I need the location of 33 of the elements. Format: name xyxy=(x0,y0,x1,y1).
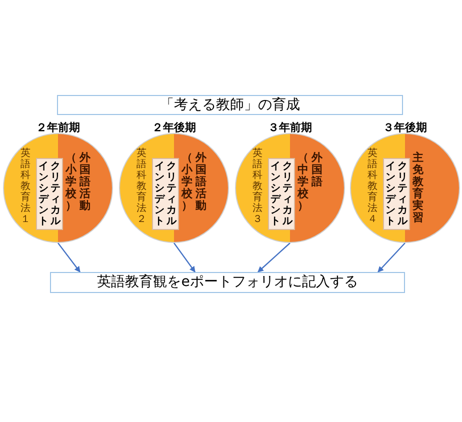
vertical-label: （小学校） xyxy=(181,152,194,212)
vertical-label: クリティカル xyxy=(50,161,61,227)
vertical-label: 英語科教育法１ xyxy=(20,148,31,225)
text-box: 英語教育観をeポートフォリオに記入する xyxy=(50,272,405,293)
vertical-label: 外国語 xyxy=(311,152,324,190)
text-box: 「考える教師」の育成 xyxy=(57,95,403,115)
text-box xyxy=(383,158,410,230)
vertical-label: 外国語活動 xyxy=(79,152,92,212)
text-box xyxy=(152,158,179,230)
period-label: ２年後期 xyxy=(151,122,197,133)
arrow xyxy=(378,242,406,272)
vertical-label: 外国語活動 xyxy=(195,152,208,212)
vertical-label: （小学校） xyxy=(65,152,78,212)
period-label: ３年後期 xyxy=(382,122,428,133)
vertical-label: クリティカル xyxy=(397,161,408,227)
vertical-label: クリティカル xyxy=(282,161,293,227)
vertical-label: （中学校） xyxy=(297,152,310,212)
arrow xyxy=(258,242,290,272)
vertical-label: 英語科教育法２ xyxy=(136,148,147,225)
vertical-label: インシデント xyxy=(270,161,281,227)
arrow xyxy=(58,242,80,272)
arrow xyxy=(174,242,196,272)
vertical-label: クリティカル xyxy=(166,161,177,227)
period-label: ２年前期 xyxy=(35,122,81,133)
period-label: ３年前期 xyxy=(267,122,313,133)
text-box xyxy=(36,158,63,230)
vertical-label: 英語科教育法４ xyxy=(367,148,378,225)
vertical-label: インシデント xyxy=(385,161,396,227)
text-box xyxy=(268,158,295,230)
vertical-label: インシデント xyxy=(154,161,165,227)
vertical-label: 英語科教育法３ xyxy=(252,148,263,225)
vertical-label: インシデント xyxy=(38,161,49,227)
vertical-label: 主免教育実習 xyxy=(412,152,424,225)
